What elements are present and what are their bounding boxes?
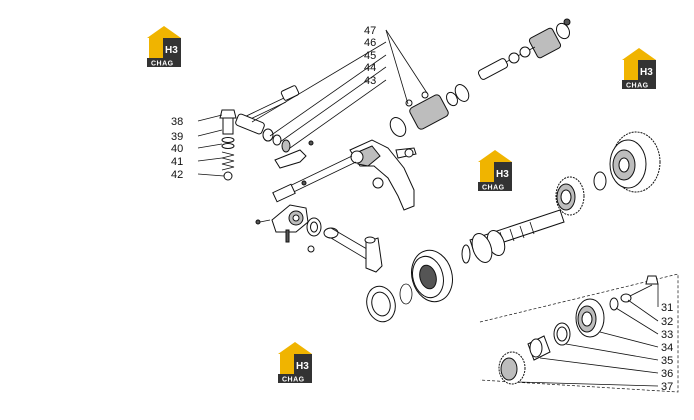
label-36: 36 [661, 368, 673, 380]
valve-spool [445, 58, 509, 107]
watermark-logo-top-left: H3 CHAG [147, 26, 181, 68]
label-31: 31 [661, 302, 673, 314]
part-number-labels: 47 46 45 44 43 38 39 40 41 42 31 32 33 3… [171, 25, 673, 393]
label-44: 44 [364, 62, 376, 74]
control-cable [235, 85, 314, 169]
lower-right-group [479, 273, 679, 393]
seal-ring [366, 283, 413, 323]
logo-mark: H3 [496, 169, 509, 180]
label-37: 37 [661, 381, 673, 393]
label-46: 46 [364, 37, 376, 49]
label-41: 41 [171, 156, 183, 168]
label-47: 47 [364, 25, 376, 37]
shift-lever [255, 204, 322, 253]
bearing-large [411, 249, 453, 303]
label-33: 33 [661, 329, 673, 341]
gear-small [555, 171, 607, 216]
watermark-logo-top-right: H3 CHAG [622, 48, 656, 90]
output-shaft [323, 227, 383, 273]
watermark-logo-center: H3 CHAG [478, 150, 512, 192]
label-43: 43 [364, 75, 376, 87]
logo-text: CHAG [626, 83, 649, 90]
valve-housing [389, 91, 449, 137]
selector-shaft [272, 155, 357, 203]
gear-large [609, 131, 661, 193]
watermark-logo-bottom: H3 CHAG [278, 342, 312, 384]
logo-text: CHAG [282, 377, 305, 384]
logo-mark: H3 [296, 361, 309, 372]
valve-body-top [505, 18, 571, 64]
label-39: 39 [171, 131, 183, 143]
leader-lines [197, 29, 659, 387]
label-40: 40 [171, 143, 183, 155]
main-shaft [461, 209, 565, 264]
logo-text: CHAG [482, 185, 505, 192]
logo-text: CHAG [151, 61, 174, 68]
label-38: 38 [171, 116, 183, 128]
label-32: 32 [661, 316, 673, 328]
label-42: 42 [171, 169, 183, 181]
logo-mark: H3 [640, 67, 653, 78]
label-45: 45 [364, 50, 376, 62]
logo-mark: H3 [165, 45, 178, 56]
label-34: 34 [661, 342, 673, 354]
label-35: 35 [661, 355, 673, 367]
selector-fork [349, 139, 417, 211]
detent-stack [219, 109, 237, 181]
